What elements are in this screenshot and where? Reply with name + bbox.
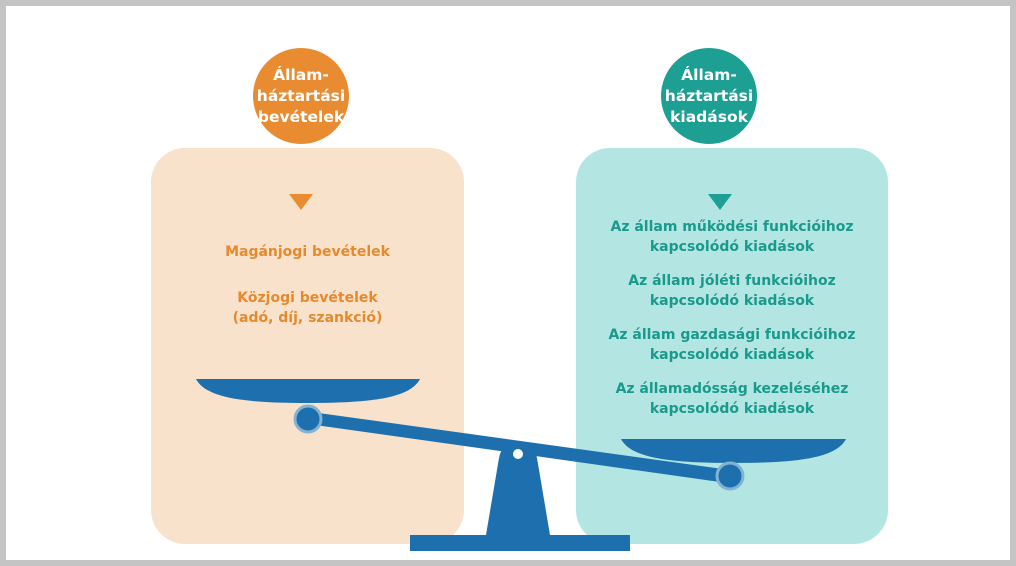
- income-item-line: Magánjogi bevételek: [225, 244, 390, 260]
- income-item: Közjogi bevételek (adó, díj, szankció): [151, 288, 464, 328]
- income-panel: [151, 148, 464, 544]
- income-list: Magánjogi bevételek Közjogi bevételek (a…: [151, 242, 464, 328]
- scale-right-pan: [621, 439, 846, 463]
- expense-bubble-line: kiadások: [670, 107, 748, 126]
- income-item: Magánjogi bevételek: [151, 242, 464, 262]
- income-bubble: Állam- háztartási bevételek: [249, 44, 353, 148]
- scale-center-pin: [513, 449, 523, 459]
- scale-beam: [304, 411, 734, 484]
- expense-bubble-pointer: [708, 194, 732, 210]
- expense-bubble: Állam- háztartási kiadások: [657, 44, 761, 148]
- expense-item-line: kapcsolódó kiadások: [649, 401, 815, 417]
- expense-item: Az államadósság kezeléséhez kapcsolódó k…: [576, 379, 888, 419]
- expense-item: Az állam gazdasági funkcióihoz kapcsolód…: [576, 325, 888, 365]
- balance-scale-icon: [196, 379, 846, 551]
- income-item-line: Közjogi bevételek: [237, 290, 378, 306]
- scale-left-pan: [196, 379, 420, 403]
- expense-list: Az állam működési funkcióihoz kapcsolódó…: [576, 217, 888, 433]
- expense-item: Az állam jóléti funkcióihoz kapcsolódó k…: [576, 271, 888, 311]
- income-bubble-line: háztartási: [256, 86, 346, 105]
- expense-item-line: Az állam működési funkcióihoz: [610, 219, 854, 235]
- expense-item: Az állam működési funkcióihoz kapcsolódó…: [576, 217, 888, 257]
- income-bubble-line: bevételek: [257, 107, 345, 126]
- expense-bubble-line: Állam-: [681, 65, 737, 84]
- income-item-line: (adó, díj, szankció): [232, 310, 383, 326]
- expense-item-line: Az állam jóléti funkcióihoz: [628, 273, 836, 289]
- scale-base: [410, 535, 630, 551]
- income-bubble-line: Állam-: [273, 65, 329, 84]
- diagram-canvas: Állam- háztartási bevételek Állam- házta…: [6, 6, 1010, 560]
- scale-left-pivot: [293, 404, 323, 434]
- expense-item-line: kapcsolódó kiadások: [649, 347, 815, 363]
- expense-item-line: Az állam gazdasági funkcióihoz: [608, 327, 856, 343]
- expense-item-line: kapcsolódó kiadások: [649, 293, 815, 309]
- income-bubble-pointer: [289, 194, 313, 210]
- expense-item-line: Az államadósság kezeléséhez: [615, 381, 849, 397]
- expense-item-line: kapcsolódó kiadások: [649, 239, 815, 255]
- expense-bubble-line: háztartási: [664, 86, 754, 105]
- scale-right-pivot: [715, 461, 745, 491]
- scale-pillar: [486, 458, 550, 535]
